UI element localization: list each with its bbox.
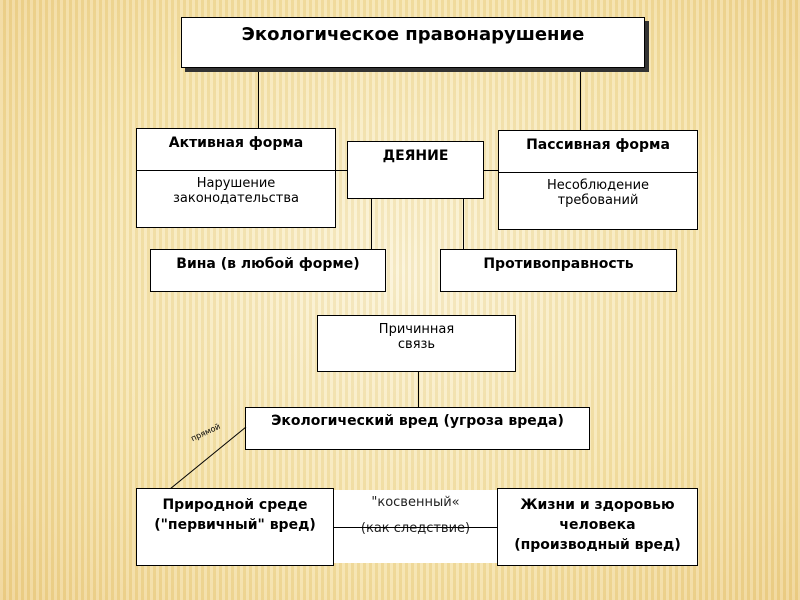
act-label: ДЕЯНИЕ	[382, 148, 449, 164]
illegality-box: Противоправность	[440, 249, 677, 292]
guilt-box: Вина (в любой форме)	[150, 249, 386, 292]
indirect-area: "косвенный« (как следствие)	[333, 490, 498, 563]
connector	[333, 527, 497, 528]
eco-harm-label: Экологический вред (угроза вреда)	[271, 413, 564, 429]
title-box: Экологическое правонарушение	[181, 17, 645, 68]
connector	[418, 371, 419, 408]
indirect-label: "косвенный«	[371, 495, 460, 510]
active-form-text: Нарушение законодательства	[173, 176, 299, 206]
causal-link-box: Причинная связь	[317, 315, 516, 372]
active-form-box: Активная форма Нарушение законодательств…	[136, 128, 336, 228]
title: Экологическое правонарушение	[241, 24, 585, 45]
connector	[258, 67, 259, 129]
illegality-label: Противоправность	[483, 256, 634, 272]
connector	[463, 198, 464, 250]
nature-harm-label: Природной среде ("первичный" вред)	[154, 497, 316, 533]
health-harm-box: Жизни и здоровью человека (производный в…	[497, 488, 698, 566]
guilt-label: Вина (в любой форме)	[176, 256, 360, 272]
indirect-sublabel: (как следствие)	[360, 521, 471, 536]
connector	[371, 198, 372, 250]
connector	[580, 67, 581, 131]
health-harm-label: Жизни и здоровью человека (производный в…	[514, 497, 681, 553]
act-box: ДЕЯНИЕ	[347, 141, 484, 199]
active-form-title: Активная форма	[137, 129, 335, 171]
eco-harm-box: Экологический вред (угроза вреда)	[245, 407, 590, 450]
causal-link-label: Причинная связь	[378, 322, 455, 352]
passive-form-text: Несоблюдение требований	[546, 178, 650, 208]
passive-form-title: Пассивная форма	[499, 131, 697, 173]
nature-harm-box: Природной среде ("первичный" вред)	[136, 488, 334, 566]
passive-form-box: Пассивная форма Несоблюдение требований	[498, 130, 698, 230]
